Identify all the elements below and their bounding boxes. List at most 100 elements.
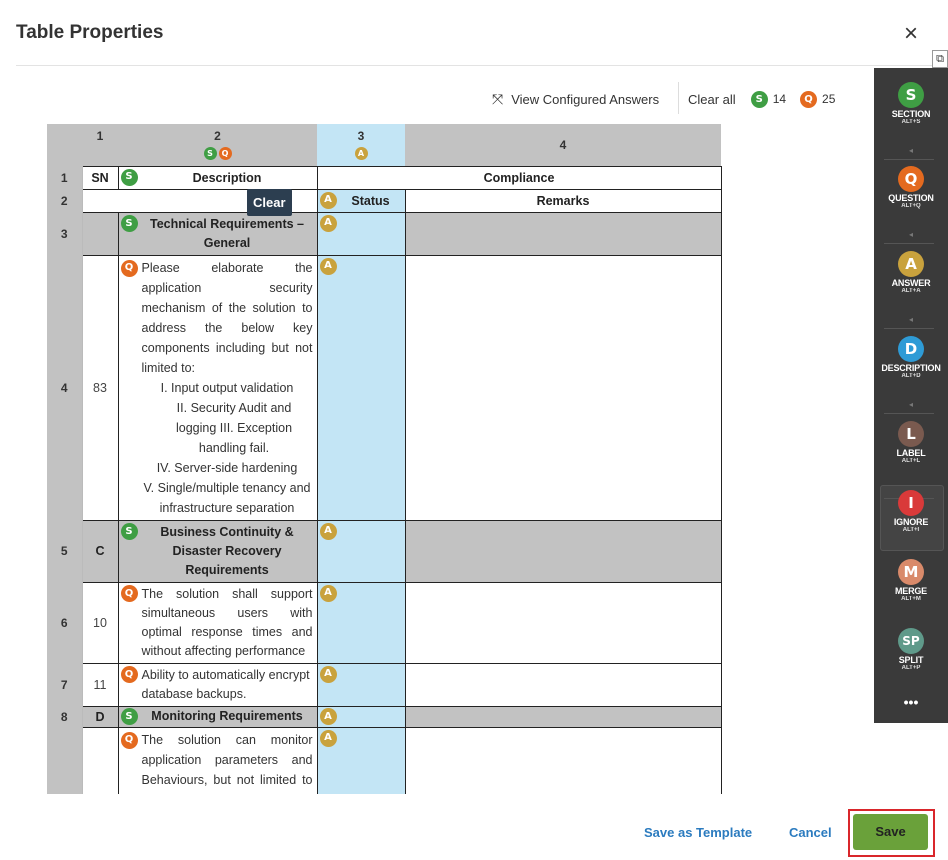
header-divider xyxy=(16,65,948,66)
row-header[interactable]: 8 xyxy=(47,706,83,727)
cell[interactable]: 83 xyxy=(81,254,119,521)
answer-icon: A xyxy=(319,257,337,275)
cell[interactable] xyxy=(81,726,119,794)
row-header[interactable]: 5 xyxy=(47,520,83,582)
cell[interactable]: 11 xyxy=(81,662,119,707)
cell[interactable] xyxy=(404,211,722,256)
cell[interactable]: SN xyxy=(81,165,119,190)
clear-tooltip[interactable]: Clear xyxy=(247,189,292,216)
cell[interactable]: Q Please elaborate the application secur… xyxy=(117,254,318,521)
view-configured-answers-button[interactable]: ⤧ View Configured Answers xyxy=(492,86,659,112)
row-header[interactable]: 1 xyxy=(47,166,83,189)
cancel-button[interactable]: Cancel xyxy=(789,825,832,840)
cell[interactable] xyxy=(404,519,722,583)
answer-icon: A xyxy=(319,191,337,209)
question-icon: Q xyxy=(218,147,232,160)
cell[interactable]: A xyxy=(316,519,406,583)
sidebar-item-label: IGNORE xyxy=(893,517,929,527)
sidebar-item-label: DESCRIPTION xyxy=(881,363,941,373)
sidebar-item-label: SECTION xyxy=(891,109,931,119)
sidebar-item-shortcut: ALT+Q xyxy=(901,203,921,209)
answer-icon: A xyxy=(354,147,368,160)
sidebar-divider xyxy=(884,413,934,414)
question-icon: Q xyxy=(120,731,138,749)
save-as-template-button[interactable]: Save as Template xyxy=(644,825,753,840)
clear-all-button[interactable]: Clear all xyxy=(688,91,736,107)
answer-icon: A xyxy=(319,708,337,725)
row-header[interactable]: 6 xyxy=(47,582,83,663)
cell[interactable]: A xyxy=(316,726,406,794)
cell[interactable] xyxy=(404,726,722,794)
row-header[interactable]: 3 xyxy=(47,212,83,255)
question-icon: Q xyxy=(120,665,138,683)
row-header[interactable]: 2 xyxy=(47,189,83,212)
cell[interactable]: D xyxy=(81,705,119,728)
sidebar-item-label: SPLIT xyxy=(898,655,924,665)
cell[interactable]: A xyxy=(316,254,406,521)
more-options-icon[interactable]: ••• xyxy=(903,694,919,710)
sidebar-item-label: MERGE xyxy=(894,586,927,596)
cell[interactable] xyxy=(404,705,722,728)
cell[interactable] xyxy=(404,254,722,521)
row-header[interactable]: 7 xyxy=(47,663,83,706)
answer-icon: A xyxy=(319,665,337,683)
collapse-arrow-icon[interactable]: ◂ xyxy=(908,146,913,155)
row-header[interactable]: 4 xyxy=(47,255,83,520)
cell[interactable]: A xyxy=(316,211,406,256)
cell[interactable]: Compliance xyxy=(316,165,722,190)
section-icon: S xyxy=(203,147,217,160)
collapse-arrow-icon[interactable]: ◂ xyxy=(908,400,913,409)
close-icon[interactable]: × xyxy=(904,20,919,47)
sidebar-item-label: ANSWER xyxy=(891,278,931,288)
section-icon: S xyxy=(120,168,138,186)
question-count: 25 xyxy=(822,92,836,106)
row-header[interactable]: 9 xyxy=(47,727,83,794)
cell[interactable]: C xyxy=(81,519,119,583)
cell[interactable]: A xyxy=(316,581,406,664)
cell[interactable] xyxy=(404,662,722,707)
cell[interactable]: A xyxy=(316,705,406,728)
cell[interactable]: Remarks xyxy=(404,188,722,213)
dialog-title: Table Properties xyxy=(16,22,164,43)
column-header-1[interactable]: 1 xyxy=(82,124,118,166)
question-icon: Q xyxy=(120,584,138,602)
collapse-arrow-icon[interactable]: ◂ xyxy=(908,230,913,239)
cell[interactable]: 10 xyxy=(81,581,119,664)
save-button[interactable]: Save xyxy=(853,814,928,850)
cell[interactable] xyxy=(404,581,722,664)
popout-icon[interactable]: ⧉ xyxy=(932,50,948,68)
column-header-3[interactable]: 3 A xyxy=(317,124,405,166)
sidebar-divider xyxy=(884,243,934,244)
cell[interactable]: A xyxy=(316,662,406,707)
column-header-4[interactable]: 4 xyxy=(405,124,721,166)
cell[interactable] xyxy=(81,211,119,256)
question-count-badge: Q xyxy=(800,90,818,108)
collapse-arrow-icon[interactable]: ◂ xyxy=(908,315,913,324)
merge-icon: M xyxy=(898,559,924,585)
corner-cell xyxy=(47,124,82,166)
